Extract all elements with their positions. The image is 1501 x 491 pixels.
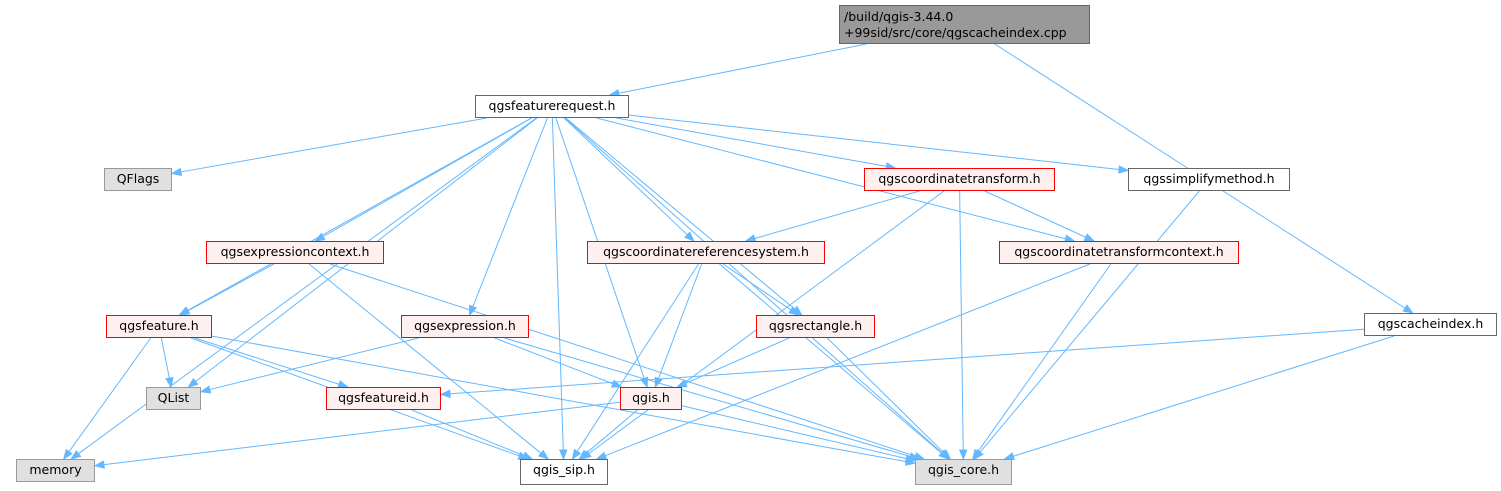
arrowhead-featurerequest-to-qlist xyxy=(187,377,199,388)
arrowhead-coordtransform-to-ctcontext xyxy=(1083,233,1096,242)
edge-featurerequest-to-feature xyxy=(187,117,532,312)
arrowhead-featurerequest-to-crs xyxy=(684,231,695,242)
edge-featurerequest-to-sip xyxy=(551,117,564,451)
edge-featureid-to-sip xyxy=(411,409,524,457)
arrowhead-featurerequest-to-sip xyxy=(559,449,568,461)
node-qgsfeaturerequest-h[interactable]: qgsfeaturerequest.h xyxy=(475,95,629,118)
node-qgssimplifymethod-h[interactable]: qgssimplifymethod.h xyxy=(1128,168,1290,191)
edge-crs-to-sip xyxy=(576,263,699,452)
edge-cacheindex-to-core xyxy=(1013,335,1395,457)
arrowhead-featurerequest-to-simplify xyxy=(1118,165,1130,174)
edge-crs-to-rectangle xyxy=(722,263,792,311)
arrowhead-featurerequest-to-memory xyxy=(70,449,82,460)
edge-feature-to-memory xyxy=(68,337,152,452)
edge-feature-to-qlist xyxy=(160,337,170,379)
arrowhead-featureid-to-sip xyxy=(521,451,534,460)
arrowhead-exprcontext-to-feature xyxy=(178,306,191,316)
edge-crs-to-qgis xyxy=(658,263,703,379)
arrowhead-coordtransform-to-core xyxy=(958,449,968,461)
edge-expression-to-qgis xyxy=(494,337,614,385)
edge-exprcontext-to-sip xyxy=(308,263,542,454)
edge-expression-to-qlist xyxy=(209,337,419,391)
edge-qgis-to-sip xyxy=(585,409,638,454)
arrowhead-feature-to-qlist xyxy=(165,376,174,389)
arrowhead-expression-to-qlist xyxy=(199,385,212,394)
arrowhead-qgis-to-sip xyxy=(578,449,590,460)
edge-featurerequest-to-expression xyxy=(472,117,548,307)
edge-coordtransform-to-ctcontext xyxy=(984,190,1086,238)
arrowhead-ctcontext-to-core xyxy=(971,448,982,461)
arrowhead-qgis-to-memory xyxy=(93,460,105,469)
arrowhead-ctcontext-to-sip xyxy=(595,451,608,460)
edge-exprcontext-to-core xyxy=(329,263,916,457)
node-qgis-h[interactable]: qgis.h xyxy=(620,387,682,410)
edge-coordtransform-to-core xyxy=(959,190,964,451)
arrowhead-exprcontext-to-sip xyxy=(538,449,550,460)
node-qgsfeature-h[interactable]: qgsfeature.h xyxy=(106,315,212,338)
edge-featurerequest-to-qflags xyxy=(180,117,487,173)
edge-expression-to-core xyxy=(504,337,911,457)
edge-qgis-to-memory xyxy=(103,401,621,466)
edge-exprcontext-to-feature xyxy=(187,263,275,312)
edge-rectangle-to-qgis xyxy=(685,337,790,384)
edge-ctcontext-to-core xyxy=(977,263,1112,452)
edge-featurerequest-to-coordtransform xyxy=(616,117,887,167)
node-qgsexpression-h[interactable]: qgsexpression.h xyxy=(401,315,529,338)
node-qlist: QList xyxy=(146,387,201,410)
edge-crs-to-core xyxy=(719,263,942,454)
edge-feature-to-featureid xyxy=(194,337,340,385)
edge-rectangle-to-core xyxy=(826,337,945,454)
node-qgscacheindex-cpp: /build/qgis-3.44.0 +99sid/src/core/qgsca… xyxy=(839,5,1090,44)
node-memory: memory xyxy=(16,459,95,482)
edge-featurerequest-to-core xyxy=(564,117,943,454)
edge-featurerequest-to-crs xyxy=(563,117,688,236)
node-qgscacheindex-h[interactable]: qgscacheindex.h xyxy=(1364,313,1497,336)
edge-featurerequest-to-rectangle xyxy=(565,117,796,310)
edge-root-to-featurerequest xyxy=(618,43,867,94)
node-qgsfeatureid-h[interactable]: qgsfeatureid.h xyxy=(326,387,441,410)
edge-ctcontext-to-sip xyxy=(605,263,1091,457)
node-qgsexpressioncontext-h[interactable]: qgsexpressioncontext.h xyxy=(206,241,384,264)
node-qgscoordinatetransformcontext-h[interactable]: qgscoordinatetransformcontext.h xyxy=(999,241,1239,264)
arrowhead-root-to-cacheindex xyxy=(1402,304,1414,314)
arrowhead-rectangle-to-core xyxy=(940,449,952,460)
edge-featurerequest-to-exprcontext xyxy=(322,117,533,237)
node-qflags: QFlags xyxy=(104,168,172,191)
node-qgscoordinatereferencesystem-h[interactable]: qgscoordinatereferencesystem.h xyxy=(587,241,825,264)
root-label-line1: /build/qgis-3.44.0 xyxy=(844,9,954,24)
arrowhead-crs-to-sip xyxy=(571,448,582,461)
node-qgis-sip-h[interactable]: qgis_sip.h xyxy=(520,459,608,485)
arrowhead-cacheindex-to-featureid xyxy=(439,389,451,398)
arrowhead-featurerequest-to-exprcontext xyxy=(314,232,326,242)
root-label-line2: +99sid/src/core/qgscacheindex.cpp xyxy=(844,25,1067,40)
edge-feature-to-core xyxy=(211,335,907,463)
edge-coordtransform-to-crs xyxy=(754,190,920,239)
arrowhead-feature-to-memory xyxy=(62,448,73,461)
edge-featurerequest-to-simplify xyxy=(628,114,1120,171)
edge-qgis-to-core xyxy=(681,405,907,460)
node-qgscoordinatetransform-h[interactable]: qgscoordinatetransform.h xyxy=(864,168,1055,191)
edge-featurerequest-to-ctcontext xyxy=(596,117,1066,240)
arrowhead-qgis-to-core xyxy=(904,454,917,463)
arrowhead-featurerequest-to-qflags xyxy=(170,167,183,177)
node-qgis-core-h: qgis_core.h xyxy=(915,459,1012,485)
edge-simplify-to-core xyxy=(979,190,1200,453)
node-qgsrectangle-h[interactable]: qgsrectangle.h xyxy=(756,315,875,338)
arrowhead-crs-to-rectangle xyxy=(788,306,800,316)
arrowhead-rectangle-to-qgis xyxy=(676,379,688,388)
edge-cacheindex-to-featureid xyxy=(449,328,1365,395)
